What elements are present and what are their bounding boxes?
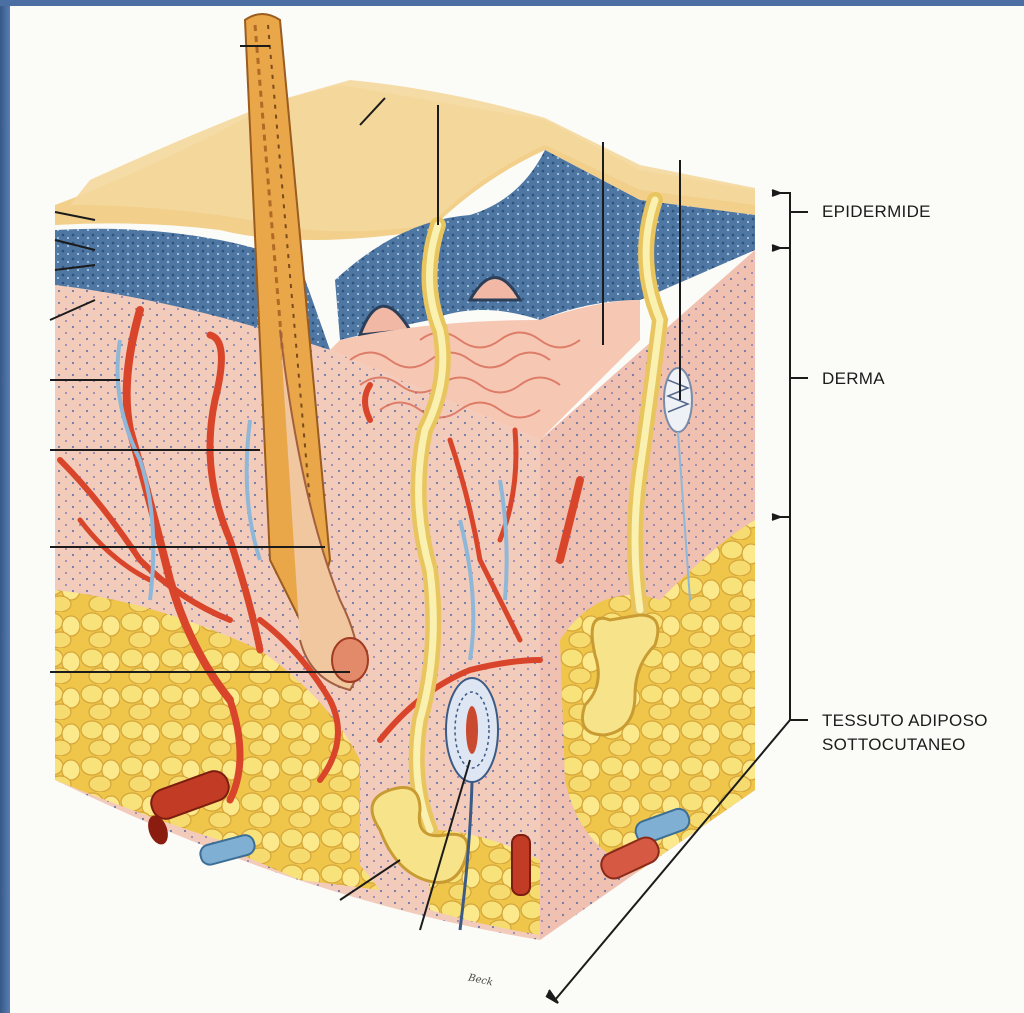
label-dermis: DERMA bbox=[822, 368, 885, 390]
label-epidermis: EPIDERMIDE bbox=[822, 201, 931, 223]
hair-bulb bbox=[332, 638, 368, 682]
label-subcutaneous-line2: SOTTOCUTANEO bbox=[822, 734, 966, 756]
skin-block bbox=[55, 14, 755, 940]
label-subcutaneous-line1: TESSUTO ADIPOSO bbox=[822, 710, 988, 732]
